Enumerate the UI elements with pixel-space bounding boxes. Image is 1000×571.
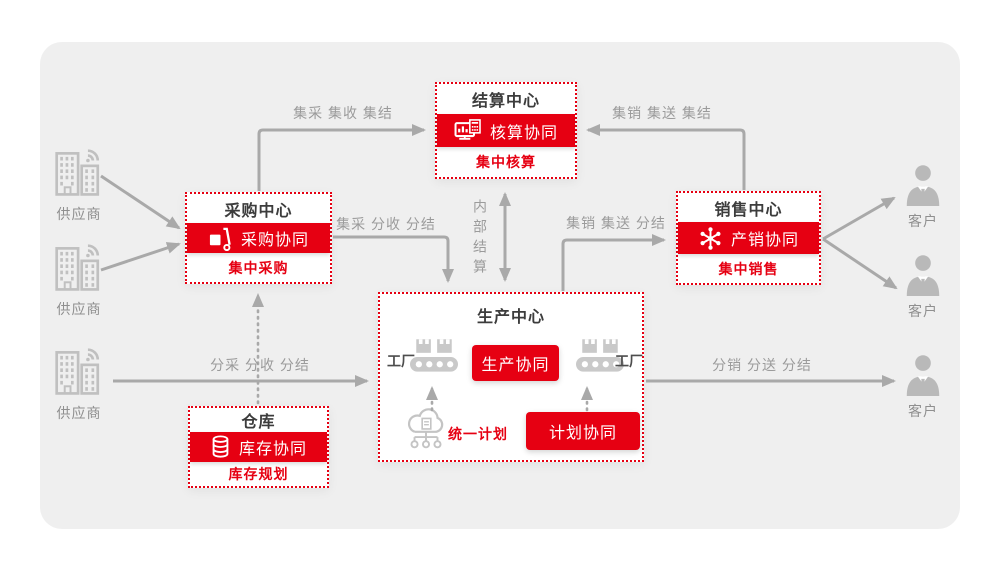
- production-center-title: 生产中心: [476, 309, 545, 326]
- database-icon: [212, 435, 229, 458]
- sales-center-node: 销售中心 产销协同 集中销售: [676, 191, 821, 285]
- warehouse-node: 仓库 库存协同 库存规划: [188, 406, 329, 488]
- settlement-banner-label: 核算协同: [489, 124, 558, 142]
- plan-collab-banner: 计划协同: [526, 412, 640, 450]
- building-icon: [54, 147, 104, 199]
- unified-plan-label: 统一计划: [448, 426, 508, 442]
- settlement-center-node: 结算中心 核算协同 集中核算: [435, 82, 577, 179]
- supplier-label: 供应商: [56, 206, 102, 222]
- factory-conveyor-icon: [410, 339, 458, 375]
- supplier-label: 供应商: [56, 301, 102, 317]
- flow-label-procurement-to-production: 集采 分收 分结: [336, 216, 436, 232]
- flow-label-procurement-to-settlement: 集采 集收 集结: [293, 105, 393, 121]
- building-icon: [54, 346, 104, 398]
- sales-banner: 产销协同: [678, 222, 819, 254]
- factory-left-label: 工厂: [387, 353, 415, 369]
- procurement-center-title: 采购中心: [224, 202, 293, 220]
- supplier-3: 供应商: [54, 346, 104, 423]
- network-icon: [700, 226, 721, 250]
- customer-label: 客户: [908, 303, 938, 319]
- flow-label-production-to-customer: 分销 分送 分结: [712, 357, 812, 373]
- person-icon: [903, 254, 943, 296]
- procurement-sub-label: 集中采购: [228, 259, 289, 276]
- production-center-node: 生产中心 工厂 生产协同 工厂 统一计划 计划协同: [378, 292, 644, 462]
- customer-label: 客户: [908, 213, 938, 229]
- settlement-sub-label: 集中核算: [476, 154, 536, 170]
- calculator-computer-icon: [454, 118, 481, 140]
- procurement-banner-label: 采购协同: [240, 232, 309, 249]
- procurement-banner: 采购协同: [187, 223, 330, 253]
- warehouse-title: 仓库: [241, 414, 276, 431]
- person-icon: [903, 164, 943, 206]
- warehouse-banner: 库存协同: [190, 432, 327, 462]
- sales-center-title: 销售中心: [714, 201, 783, 219]
- production-collab-banner: 生产协同: [472, 345, 559, 381]
- settlement-banner: 核算协同: [437, 114, 575, 147]
- supplier-label: 供应商: [56, 405, 102, 421]
- handtruck-icon: [209, 227, 231, 251]
- procurement-center-node: 采购中心 采购协同 集中采购: [185, 192, 332, 284]
- supplier-1: 供应商: [54, 147, 104, 224]
- factory-right-label: 工厂: [615, 353, 643, 369]
- sales-sub-label: 集中销售: [718, 260, 779, 277]
- flow-label-internal-settlement: 内部结算: [472, 199, 488, 279]
- flow-label-production-to-sales: 集销 集送 分结: [566, 215, 666, 231]
- flow-label-supplier-to-production: 分采 分收 分结: [210, 357, 310, 373]
- building-icon: [54, 242, 104, 294]
- person-icon: [903, 354, 943, 396]
- customer-2: 客户: [903, 254, 943, 321]
- customer-label: 客户: [908, 403, 938, 419]
- customer-1: 客户: [903, 164, 943, 231]
- supplier-2: 供应商: [54, 242, 104, 319]
- flow-label-sales-to-settlement: 集销 集送 集结: [612, 105, 712, 121]
- warehouse-banner-label: 库存协同: [238, 441, 307, 458]
- customer-3: 客户: [903, 354, 943, 421]
- settlement-center-title: 结算中心: [471, 93, 540, 110]
- sales-banner-label: 产销协同: [730, 232, 799, 249]
- cloud-network-icon: [403, 406, 449, 450]
- warehouse-sub-label: 库存规划: [228, 466, 289, 482]
